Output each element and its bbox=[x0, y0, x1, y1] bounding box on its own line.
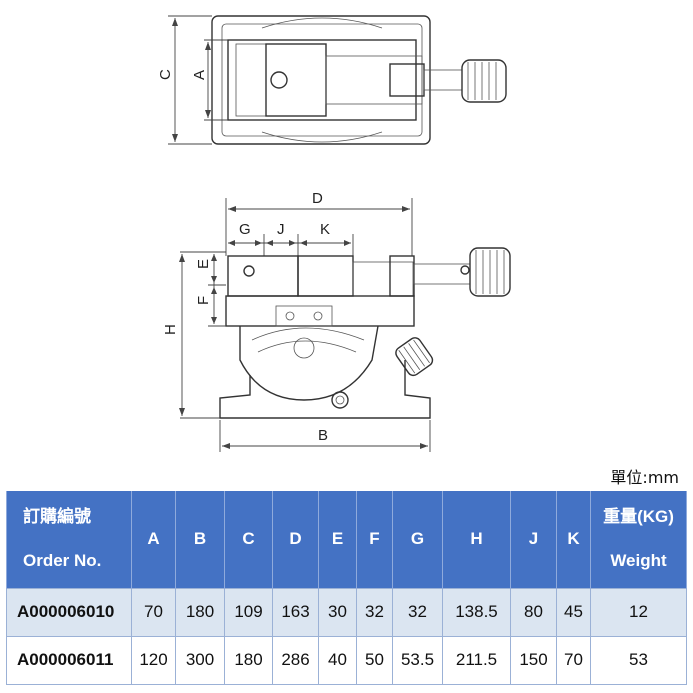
value-cell: 109 bbox=[224, 587, 273, 637]
weight-cell: 53 bbox=[590, 635, 687, 685]
top-view: C A bbox=[157, 15, 507, 145]
order-no-cell: A000006011 bbox=[6, 635, 132, 685]
unit-label: 單位:mm bbox=[610, 468, 679, 487]
table-header-row: 訂購編號 Order No. A B C D E F G H J K 重量(KG… bbox=[6, 491, 687, 588]
dim-label-g: G bbox=[239, 221, 251, 238]
dim-label-b: B bbox=[318, 427, 328, 444]
dim-label-h: H bbox=[162, 324, 179, 335]
value-cell: 45 bbox=[556, 587, 591, 637]
weight-cell: 12 bbox=[590, 587, 687, 637]
column-header: G bbox=[392, 491, 443, 588]
column-header: A bbox=[131, 491, 176, 588]
dim-label-c: C bbox=[157, 69, 174, 80]
value-cell: 70 bbox=[131, 587, 176, 637]
value-cell: 286 bbox=[272, 635, 319, 685]
value-cell: 50 bbox=[356, 635, 393, 685]
value-cell: 300 bbox=[175, 635, 225, 685]
value-cell: 70 bbox=[556, 635, 591, 685]
value-cell: 53.5 bbox=[392, 635, 443, 685]
value-cell: 120 bbox=[131, 635, 176, 685]
dim-label-a: A bbox=[191, 70, 208, 80]
weight-header-zh: 重量(KG) bbox=[603, 507, 674, 527]
column-header: J bbox=[510, 491, 557, 588]
column-header: E bbox=[318, 491, 357, 588]
spec-table: 訂購編號 Order No. A B C D E F G H J K 重量(KG… bbox=[6, 491, 687, 685]
column-header: D bbox=[272, 491, 319, 588]
value-cell: 180 bbox=[175, 587, 225, 637]
column-header: F bbox=[356, 491, 393, 588]
column-header: C bbox=[224, 491, 273, 588]
value-cell: 80 bbox=[510, 587, 557, 637]
value-cell: 180 bbox=[224, 635, 273, 685]
vise-technical-drawing: C A D G J K bbox=[157, 15, 511, 452]
order-no-header: 訂購編號 Order No. bbox=[6, 491, 132, 588]
dim-label-f: F bbox=[195, 296, 212, 305]
dim-label-j: J bbox=[277, 221, 285, 238]
value-cell: 32 bbox=[356, 587, 393, 637]
value-cell: 211.5 bbox=[442, 635, 511, 685]
value-cell: 138.5 bbox=[442, 587, 511, 637]
table-row: A000006011 120 300 180 286 40 50 53.5 21… bbox=[6, 635, 687, 685]
dim-label-k: K bbox=[320, 221, 330, 238]
column-header: H bbox=[442, 491, 511, 588]
value-cell: 40 bbox=[318, 635, 357, 685]
value-cell: 163 bbox=[272, 587, 319, 637]
dim-label-e: E bbox=[195, 259, 212, 269]
order-no-header-zh: 訂購編號 bbox=[23, 507, 91, 527]
column-header: K bbox=[556, 491, 591, 588]
column-header: B bbox=[175, 491, 225, 588]
table-row: A000006010 70 180 109 163 30 32 32 138.5… bbox=[6, 587, 687, 637]
weight-header: 重量(KG) Weight bbox=[590, 491, 687, 588]
order-no-header-en: Order No. bbox=[23, 551, 102, 571]
value-cell: 30 bbox=[318, 587, 357, 637]
dim-label-d: D bbox=[312, 190, 323, 207]
weight-header-en: Weight bbox=[610, 551, 667, 571]
value-cell: 32 bbox=[392, 587, 443, 637]
order-no-cell: A000006010 bbox=[6, 587, 132, 637]
value-cell: 150 bbox=[510, 635, 557, 685]
front-view: D G J K bbox=[162, 190, 511, 452]
